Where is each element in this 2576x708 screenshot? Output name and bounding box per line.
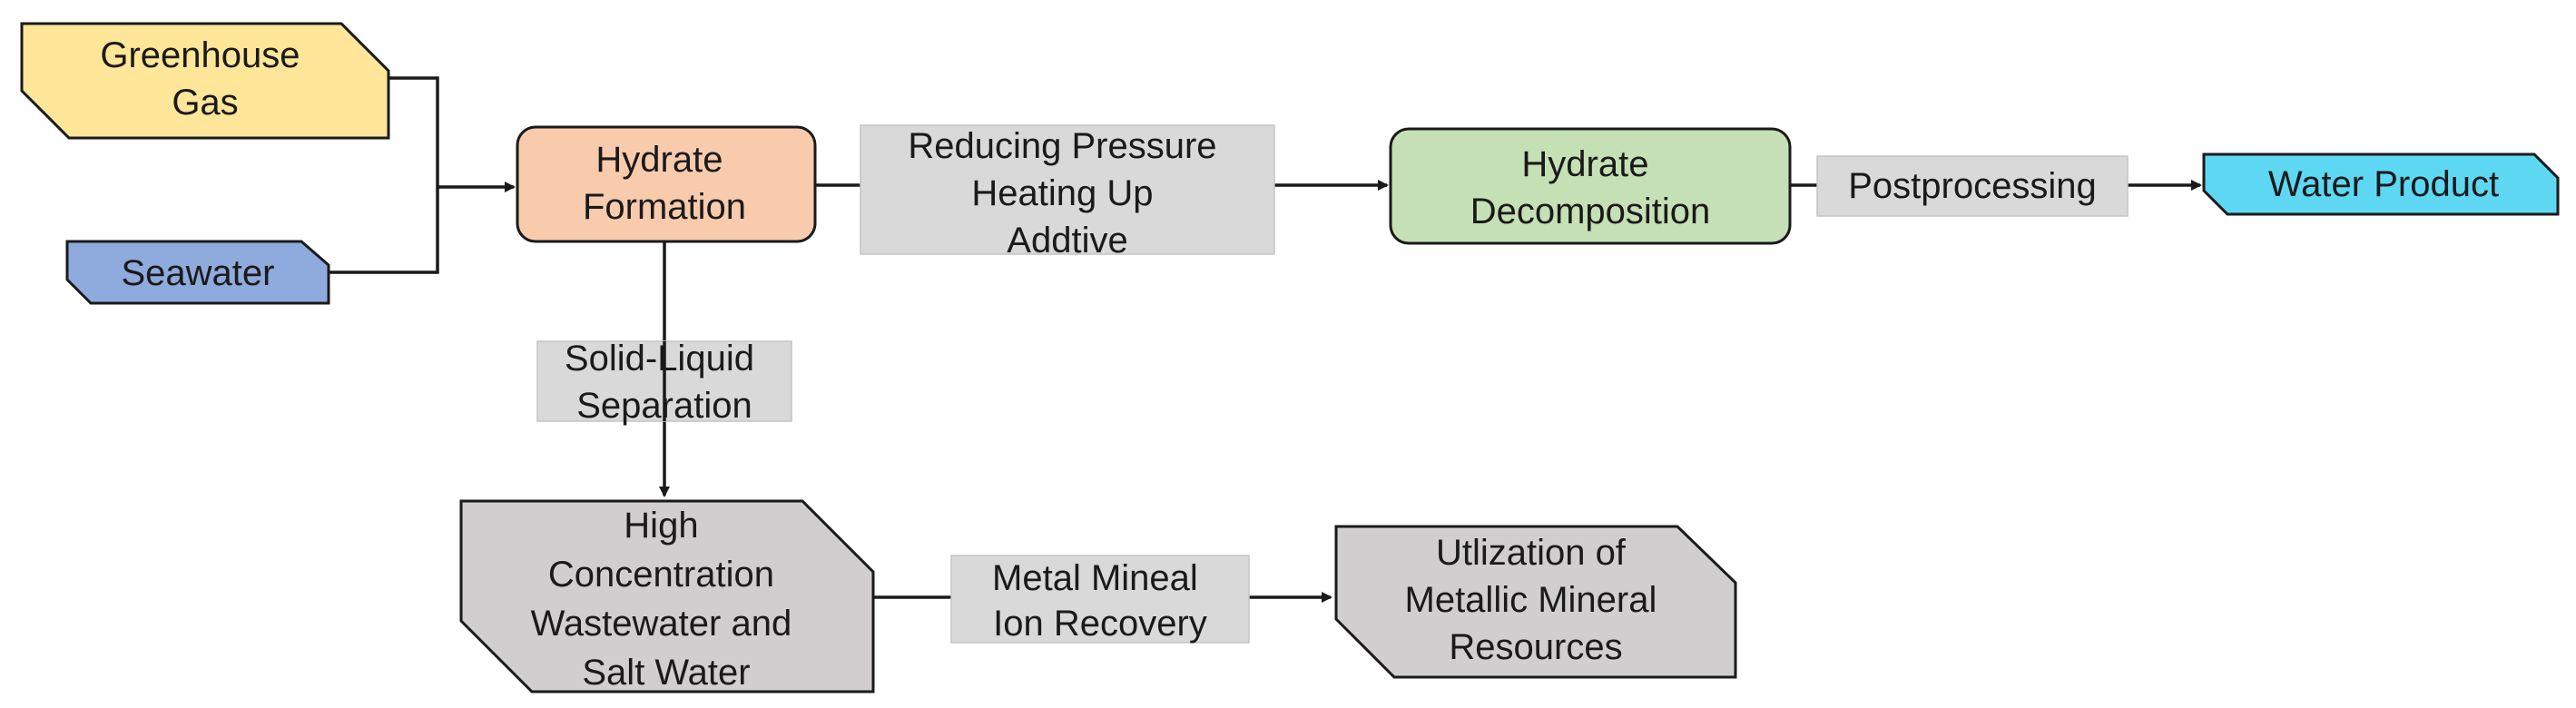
hydrate-formation-label: Hydrate Formation [583,140,746,227]
node-greenhouse-gas: Greenhouse Gas [20,22,390,140]
connector-greenhouse-gas [388,76,439,187]
pressure-heating-label: Reducing Pressure Heating Up Addtive [908,126,1226,261]
wastewater-shape [459,499,875,693]
greenhouse-gas-label: Greenhouse Gas [100,35,310,123]
process-label-ion-recovery: Metal Mineal Ion Recovery [950,555,1250,644]
process-label-solid-liquid: Solid-Liquid Separation [536,339,792,426]
hydrate-formation-shape [516,125,817,243]
node-seawater: Seawater [65,240,330,305]
seawater-label: Seawater [122,253,275,293]
postprocessing-box [1816,155,2129,217]
pressure-heating-box [860,124,1275,255]
node-metallic-resources: Utlization of Metallic Mineral Resources [1334,525,1737,679]
node-hydrate-formation: Hydrate Formation [516,125,817,243]
wastewater-label: High Concentration Wastewater and Salt W… [531,506,802,693]
solid-liquid-label: Solid-Liquid Separation [565,339,764,426]
node-wastewater: High Concentration Wastewater and Salt W… [459,499,875,693]
process-label-pressure-heating: Reducing Pressure Heating Up Addtive [860,124,1275,261]
hydrate-decomposition-label: Hydrate Decomposition [1470,144,1711,231]
connector-seawater [329,187,439,274]
hydrate-decomposition-shape [1389,127,1792,245]
greenhouse-gas-shape [20,22,390,140]
process-label-postprocessing: Postprocessing [1816,155,2129,217]
water-product-label: Water Product [2268,164,2499,204]
ion-recovery-label: Metal Mineal Ion Recovery [992,558,1208,644]
ion-recovery-box [950,555,1250,644]
node-hydrate-decomposition: Hydrate Decomposition [1389,127,1792,245]
metallic-resources-label: Utlization of Metallic Mineral Resources [1405,533,1667,667]
water-product-shape [2202,152,2560,216]
node-water-product: Water Product [2202,152,2560,216]
postprocessing-label: Postprocessing [1848,166,2096,206]
metallic-resources-shape [1334,525,1737,679]
seawater-shape [65,240,330,305]
